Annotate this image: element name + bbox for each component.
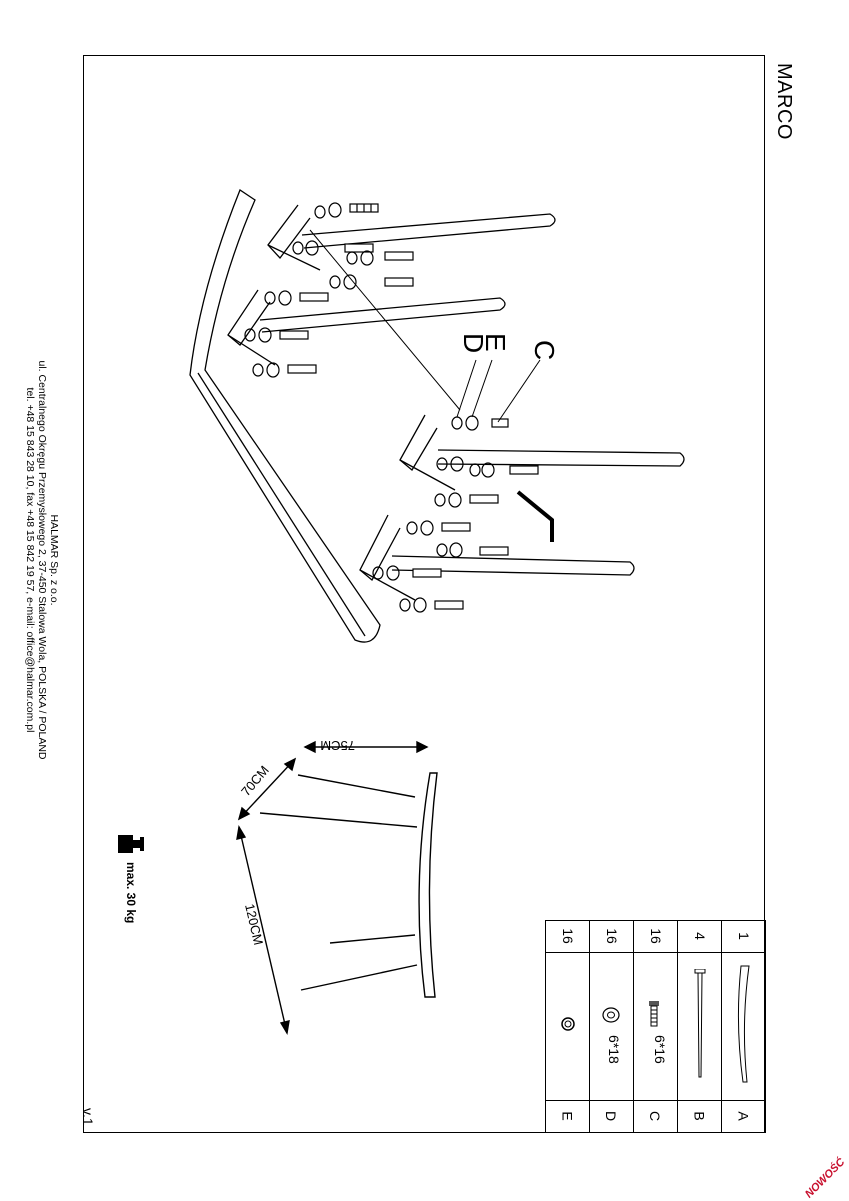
table-leg bbox=[301, 213, 556, 249]
tabletop-icon bbox=[737, 965, 750, 1083]
parts-table: 16 16 16 4 1 6*18 bbox=[545, 920, 766, 1133]
fastener-set bbox=[372, 520, 509, 613]
flat-washer-icon bbox=[602, 1007, 620, 1023]
part-a-qty: 1 bbox=[721, 920, 766, 953]
dimension-arrow-width bbox=[303, 740, 429, 754]
part-b-qty: 4 bbox=[677, 920, 722, 953]
table-leg bbox=[391, 555, 635, 576]
company-contact: tel. +48 15 843 28 10, fax +48 15 842 19… bbox=[24, 387, 36, 733]
callout-leader-e bbox=[471, 359, 493, 418]
dimension-depth-label: 70CM bbox=[238, 763, 272, 799]
exploded-assembly-drawing: C E D bbox=[189, 189, 685, 643]
part-b-letter: B bbox=[677, 1100, 722, 1133]
fastener-set bbox=[292, 202, 414, 290]
table-leg bbox=[437, 449, 685, 467]
part-c-illustration: 6*16 bbox=[633, 952, 678, 1101]
part-e-illustration bbox=[545, 952, 590, 1101]
part-c-spec: 6*16 bbox=[652, 1035, 668, 1064]
row-letter: E D C B A bbox=[545, 1100, 766, 1133]
part-e-letter: E bbox=[545, 1100, 590, 1133]
guide-line bbox=[309, 229, 461, 411]
part-c-qty: 16 bbox=[633, 920, 678, 953]
part-d-qty: 16 bbox=[589, 920, 634, 953]
bolt-icon bbox=[649, 1001, 659, 1027]
part-b-illustration bbox=[677, 952, 722, 1101]
max-load-label: max. 30 kg bbox=[124, 862, 138, 924]
part-a-letter: A bbox=[721, 1100, 766, 1133]
dimension-arrow-length bbox=[236, 825, 290, 1035]
corner-bracket bbox=[399, 414, 456, 491]
dimension-arrow-depth bbox=[237, 757, 297, 821]
weight-icon bbox=[118, 835, 144, 853]
corner-bracket bbox=[227, 289, 276, 366]
callout-d: D bbox=[458, 333, 489, 353]
table-side-view bbox=[259, 772, 438, 998]
callout-leader-c bbox=[497, 359, 541, 423]
parts-list: 16 16 16 4 1 6*18 bbox=[545, 920, 766, 1133]
part-e-qty: 16 bbox=[545, 920, 590, 953]
part-d-letter: D bbox=[589, 1100, 634, 1133]
callout-c: C bbox=[529, 340, 560, 360]
version-label: v.1 bbox=[80, 1108, 96, 1126]
corner-bracket bbox=[359, 514, 416, 601]
dimension-width-label: 75CM bbox=[320, 738, 355, 753]
part-a-illustration bbox=[721, 952, 766, 1101]
row-qty: 16 16 16 4 1 bbox=[545, 920, 766, 953]
callout-e: E bbox=[480, 333, 511, 352]
part-d-illustration: 6*18 bbox=[589, 952, 634, 1101]
dimensions-drawing: 75CM 70CM 120CM bbox=[236, 738, 438, 1035]
table-leg bbox=[259, 297, 506, 333]
allen-key-icon bbox=[516, 490, 554, 542]
company-address: ul. Centralnego Okręgu Przemysłowego 2, … bbox=[36, 360, 48, 760]
fastener-set bbox=[244, 290, 329, 378]
corner-bracket bbox=[267, 204, 321, 271]
product-title: MARCO bbox=[773, 63, 795, 140]
part-c-letter: C bbox=[633, 1100, 678, 1133]
tabletop-drawing bbox=[189, 189, 381, 643]
company-name: HALMAR Sp. z o.o. bbox=[48, 514, 60, 606]
callout-leader-d bbox=[456, 359, 477, 418]
leg-icon bbox=[694, 968, 705, 1078]
instruction-sheet-border bbox=[83, 55, 765, 1133]
row-illustration: 6*18 6*16 bbox=[545, 952, 766, 1101]
dimension-length-label: 120CM bbox=[242, 902, 266, 946]
new-product-stamp: NOWOŚĆ bbox=[803, 1156, 848, 1201]
part-d-spec: 6*18 bbox=[606, 1035, 622, 1064]
spring-washer-icon bbox=[560, 1017, 575, 1031]
